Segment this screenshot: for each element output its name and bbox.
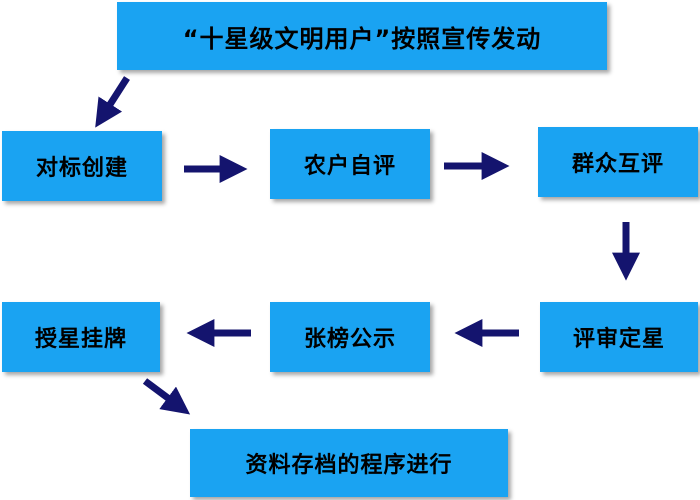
arrow-top-to-step1 — [95, 76, 130, 128]
flow-node-step4: 评审定星 — [540, 302, 698, 372]
flow-node-step3-label: 群众互评 — [571, 152, 664, 177]
flow-node-step5-label: 张榜公示 — [303, 327, 396, 352]
flow-node-top: “十星级文明用户”按照宣传发动 — [117, 2, 607, 70]
flow-node-step3: 群众互评 — [538, 127, 698, 197]
flow-node-step5: 张榜公示 — [270, 302, 430, 372]
flow-node-step6: 授星挂牌 — [2, 302, 160, 372]
flow-node-step1-label: 对标创建 — [35, 156, 128, 181]
flow-node-step1: 对标创建 — [2, 131, 162, 201]
flow-node-step4-label: 评审定星 — [572, 327, 665, 352]
flow-node-step2-label: 农户自评 — [303, 154, 396, 179]
flow-node-step2: 农户自评 — [270, 129, 430, 199]
arrow-step6-to-bottom — [142, 378, 191, 415]
flow-node-bottom: 资料存档的程序进行 — [190, 429, 508, 497]
flow-node-step6-label: 授星挂牌 — [34, 327, 127, 352]
flow-node-bottom-label: 资料存档的程序进行 — [245, 453, 453, 478]
flow-node-top-label: “十星级文明用户”按照宣传发动 — [182, 24, 542, 53]
